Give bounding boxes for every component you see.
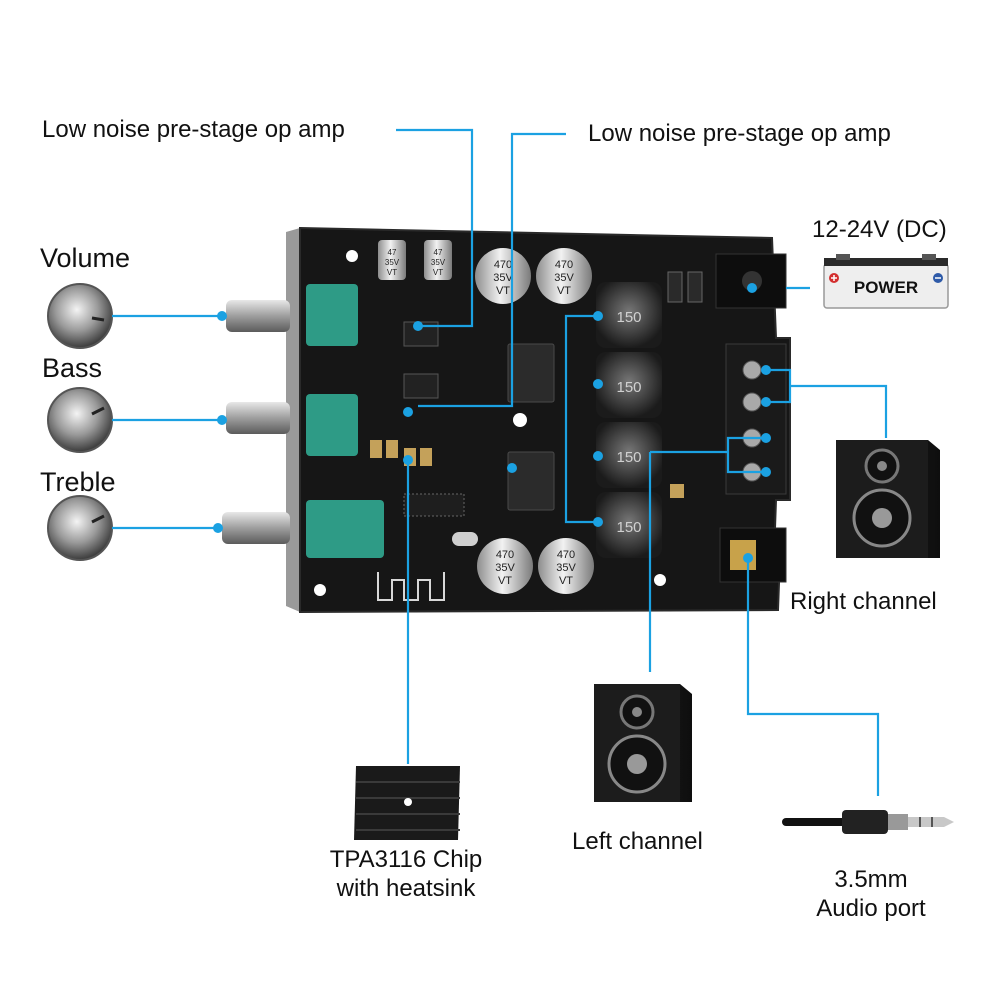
op-amp-label-left: Low noise pre-stage op amp bbox=[42, 116, 345, 143]
capacitor-large-group-top: 470 35V VT 470 35V VT bbox=[475, 248, 592, 304]
svg-text:470: 470 bbox=[494, 259, 512, 271]
smd-component bbox=[687, 271, 703, 303]
speaker-icon bbox=[836, 440, 940, 558]
audio-plug-icon bbox=[782, 810, 954, 834]
antenna-trace bbox=[377, 572, 445, 601]
svg-text:VT: VT bbox=[557, 285, 571, 297]
op-amp-label-right: Low noise pre-stage op amp bbox=[588, 120, 891, 147]
volume-label: Volume bbox=[40, 243, 131, 273]
svg-text:150: 150 bbox=[616, 449, 641, 466]
potentiometer-treble bbox=[306, 500, 384, 558]
audio-port-label: 3.5mm Audio port bbox=[796, 866, 946, 924]
battery-icon bbox=[823, 254, 949, 309]
amp-chip-top bbox=[507, 343, 555, 403]
amplifier-board: 47 35V VT 47 35V VT 470 35V VT 470 35V V… bbox=[222, 226, 791, 614]
audio-jack-contacts bbox=[730, 540, 756, 570]
smd-component bbox=[667, 271, 683, 303]
callout-right-b bbox=[790, 384, 888, 438]
right-channel-label: Right channel bbox=[790, 588, 937, 615]
callout-dots bbox=[213, 283, 771, 563]
potentiometer-volume bbox=[306, 284, 358, 346]
callout-lines bbox=[112, 128, 888, 796]
capacitor-large-group-bottom: 470 35V VT 470 35V VT bbox=[477, 538, 594, 594]
svg-text:35V: 35V bbox=[554, 272, 574, 284]
mount-hole bbox=[654, 574, 666, 586]
svg-text:VT: VT bbox=[496, 285, 510, 297]
callout-left-b bbox=[726, 436, 766, 474]
op-amp-chip bbox=[403, 373, 439, 399]
power-jack-hole bbox=[742, 271, 762, 291]
capacitor-marking: VT bbox=[387, 268, 397, 277]
audio-port-label-line1: 3.5mm bbox=[834, 866, 908, 893]
capacitor-marking: 47 bbox=[434, 248, 443, 257]
power-voltage-label: 12-24V (DC) bbox=[812, 216, 947, 243]
capacitor-marking: 47 bbox=[388, 248, 397, 257]
smd-component bbox=[420, 448, 432, 466]
callout-op-amp-left bbox=[396, 128, 474, 328]
chip-label-line2: with heatsink bbox=[336, 874, 476, 902]
svg-text:35V: 35V bbox=[495, 562, 515, 574]
knob-icon bbox=[47, 495, 113, 561]
bass-label: Bass bbox=[42, 353, 103, 383]
speaker-icon bbox=[594, 684, 692, 802]
ic-pins bbox=[403, 493, 465, 517]
svg-text:470: 470 bbox=[555, 259, 573, 271]
chip-label-line1: TPA3116 Chip bbox=[329, 846, 483, 873]
svg-text:VT: VT bbox=[498, 575, 512, 587]
chip-label: TPA3116 Chip with heatsink bbox=[306, 846, 506, 904]
shaft-treble bbox=[222, 512, 290, 544]
svg-text:150: 150 bbox=[616, 309, 641, 326]
smd-component bbox=[370, 440, 382, 458]
capacitor-small bbox=[378, 240, 406, 280]
mount-hole bbox=[346, 250, 358, 262]
inductor-group: 150 150 150 150 bbox=[596, 282, 662, 558]
capacitor-marking: 35V bbox=[385, 258, 400, 267]
svg-text:VT: VT bbox=[559, 575, 573, 587]
capacitor-marking: VT bbox=[433, 268, 443, 277]
heatsink-icon bbox=[354, 766, 460, 840]
svg-text:470: 470 bbox=[557, 549, 575, 561]
smd-component bbox=[386, 440, 398, 458]
knob-icon bbox=[47, 387, 113, 453]
left-channel-label: Left channel bbox=[572, 828, 703, 855]
shaft-volume bbox=[226, 300, 290, 332]
power-badge: POWER bbox=[854, 278, 918, 297]
callout-inductors bbox=[564, 314, 598, 524]
audio-port-label-line2: Audio port bbox=[816, 894, 926, 922]
crystal bbox=[452, 532, 478, 546]
shaft-bass bbox=[226, 402, 290, 434]
svg-text:150: 150 bbox=[616, 379, 641, 396]
smd-component bbox=[670, 484, 684, 498]
svg-text:470: 470 bbox=[496, 549, 514, 561]
svg-text:35V: 35V bbox=[493, 272, 513, 284]
mount-hole bbox=[314, 584, 326, 596]
treble-label: Treble bbox=[40, 467, 116, 497]
amp-chip-bottom bbox=[507, 451, 555, 511]
capacitor-marking: 35V bbox=[431, 258, 446, 267]
svg-text:150: 150 bbox=[616, 519, 641, 536]
svg-text:35V: 35V bbox=[556, 562, 576, 574]
mount-hole bbox=[513, 413, 527, 427]
knob-icon bbox=[47, 283, 113, 349]
potentiometer-bass bbox=[306, 394, 358, 456]
callout-audio bbox=[746, 558, 880, 796]
capacitor-small bbox=[424, 240, 452, 280]
callout-op-amp-right bbox=[418, 132, 566, 408]
